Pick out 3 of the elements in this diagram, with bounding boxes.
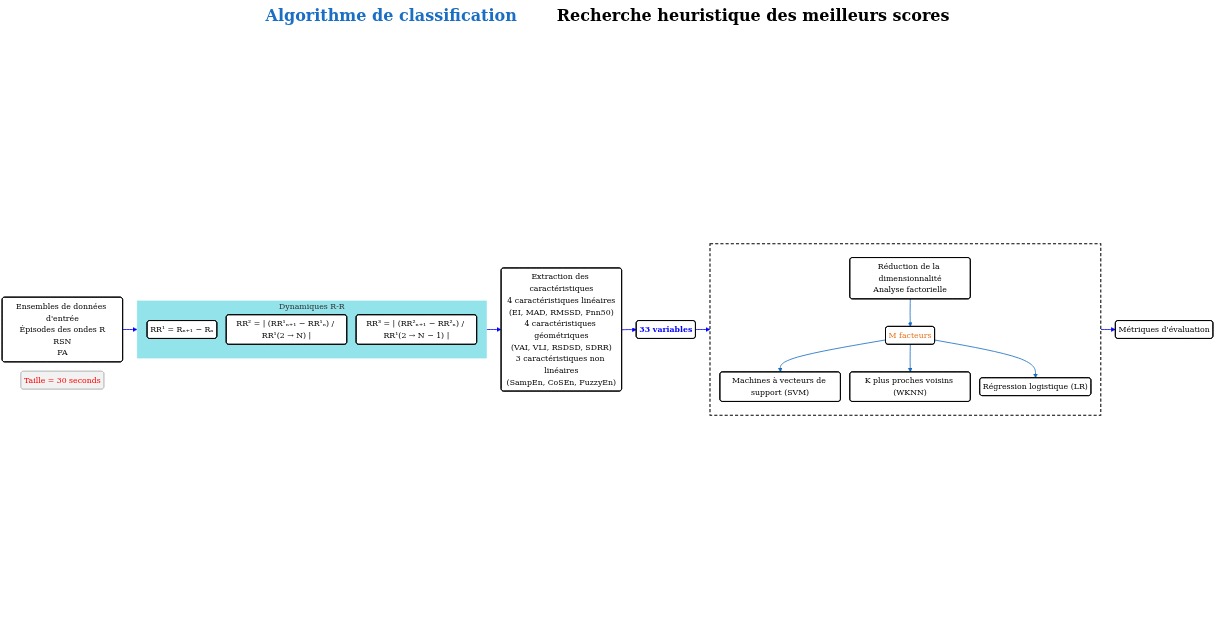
cluster [709, 243, 1102, 416]
cycle-caption: Recherche heuristique des meilleurs scores [556, 6, 950, 27]
group-heading: Algorithme de classification [265, 6, 517, 27]
